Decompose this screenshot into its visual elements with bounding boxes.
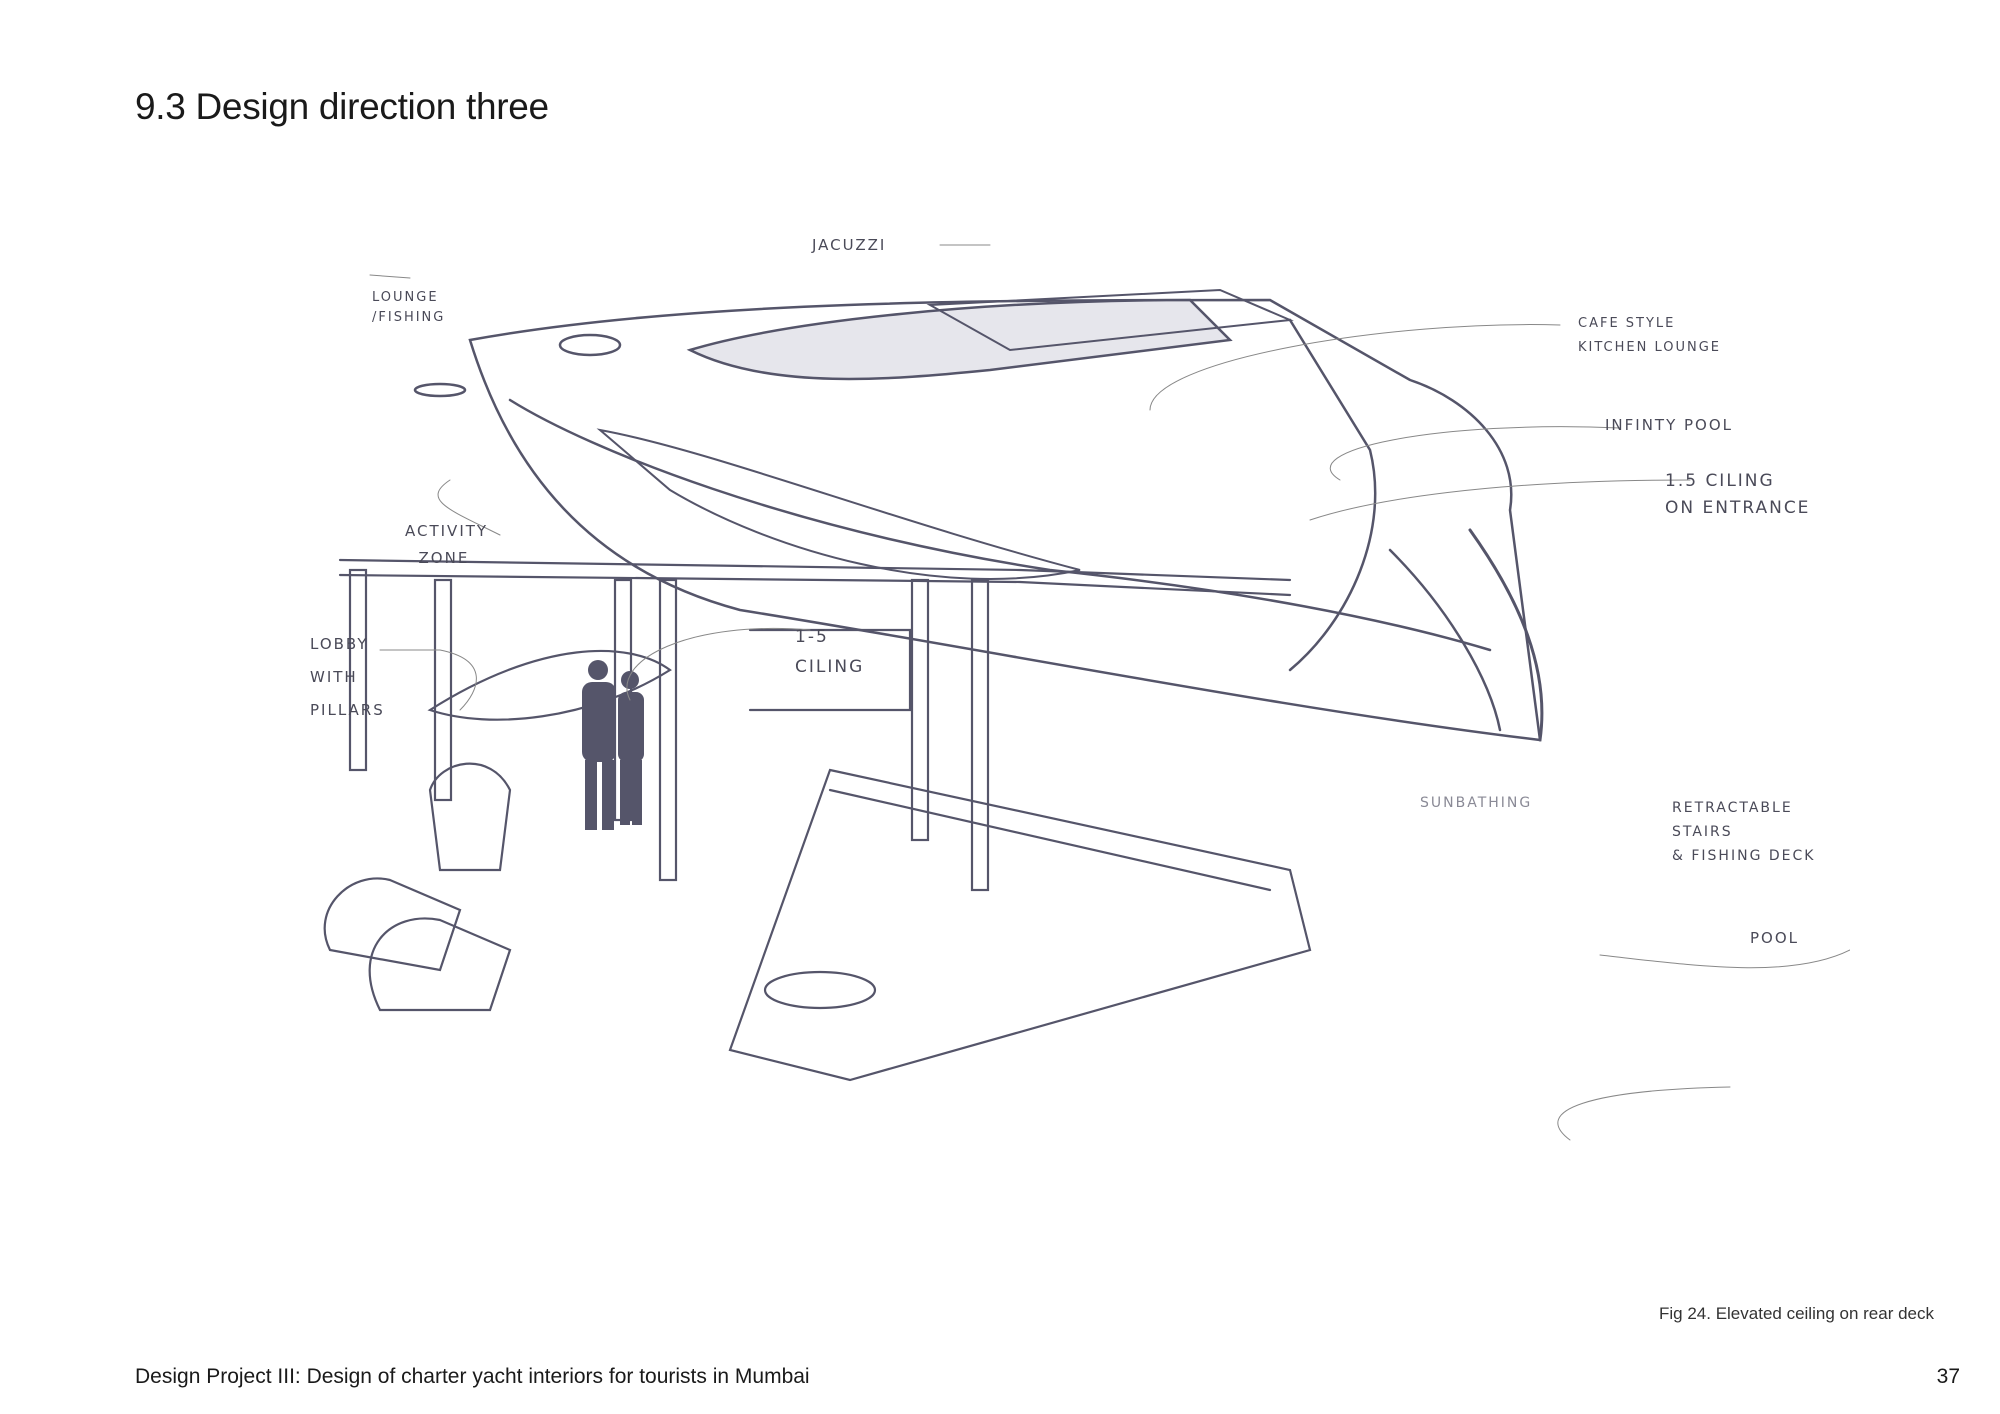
- annotation-sunbathing: SUNBATHING: [1420, 795, 1533, 811]
- people-silhouette: [582, 660, 644, 830]
- annotation-cafe-kitchen: CAFE STYLE KITCHEN LOUNGE: [1578, 316, 1722, 355]
- yacht-hull: [413, 288, 1544, 742]
- annotation-activity-zone: ACTIVITY ZONE: [405, 522, 489, 567]
- page-number: 37: [1936, 1365, 1960, 1388]
- page-title: 9.3 Design direction three: [135, 86, 549, 127]
- yacht-sketch-illustration: [323, 244, 1850, 1141]
- footer-project-title: Design Project III: Design of charter ya…: [135, 1365, 810, 1388]
- annotation-infinity-pool: INFINTY POOL: [1605, 416, 1734, 434]
- figure-caption: Fig 24. Elevated ceiling on rear deck: [1659, 1304, 1934, 1323]
- annotation-lobby-pillars: LOBBY WITH PILLARS: [310, 635, 385, 719]
- annotation-ceiling-15: 1-5 CILING: [795, 627, 865, 677]
- annotation-pool: POOL: [1750, 929, 1800, 947]
- annotation-lounge-fishing: LOUNGE /FISHING: [372, 290, 446, 325]
- annotation-ceiling-entrance: 1.5 CILING ON ENTRANCE: [1665, 471, 1811, 518]
- pillar: [348, 568, 368, 772]
- annotation-jacuzzi: JACUZZI: [812, 236, 887, 254]
- annotation-leaders: [369, 244, 1850, 1141]
- annotation-retractable-stairs: RETRACTABLE STAIRS & FISHING DECK: [1672, 800, 1816, 864]
